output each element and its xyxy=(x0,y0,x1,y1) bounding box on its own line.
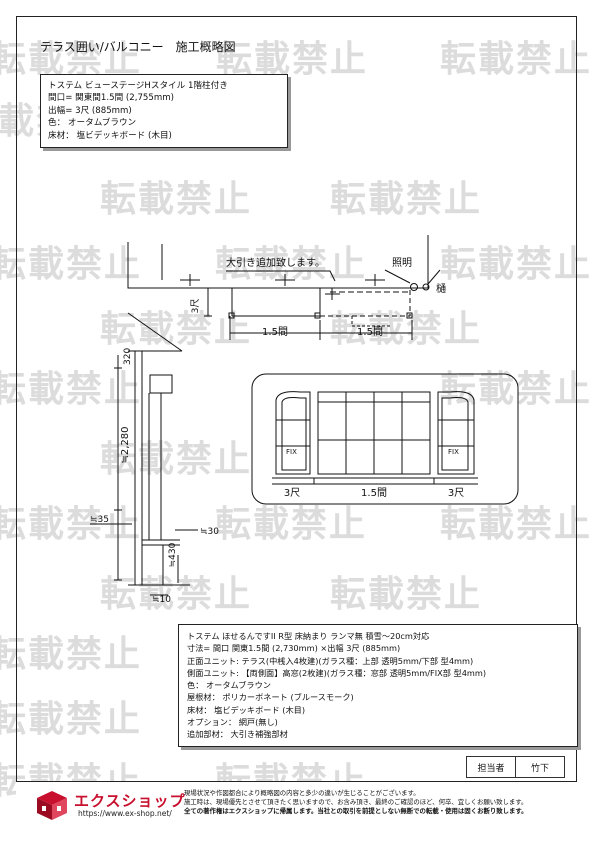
section-dim-right: ≒30 xyxy=(200,527,219,537)
spec-line: 側面ユニット: 【両側面】高窓(2枚建)(ガラス種：窓部 透明5mm/FIX部 … xyxy=(187,667,487,678)
elev-dim-center: 1.5間 xyxy=(361,487,387,499)
fix-left-label: FIX xyxy=(286,448,297,456)
footer-notes: 現場状況や作図都合により概略図の内容と多少の違いが生じることがございます。 施工… xyxy=(184,789,528,816)
staff-table: 担当者 竹下 xyxy=(466,756,565,778)
spec-line: 間口= 関東間1.5間 (2,755mm) xyxy=(48,93,174,104)
page-title: テラス囲い/バルコニー 施工概略図 xyxy=(40,40,236,54)
gutter-label: 樋 xyxy=(436,282,446,295)
spec-line: トステム ほせるんですII R型 床納まり ランマ無 積雪～20cm対応 xyxy=(187,631,430,641)
plan-dim-depth: 3尺 xyxy=(190,299,201,314)
spec-line: 寸法= 間口 関東1.5間 (2,730mm) ×出幅 3尺 (885mm) xyxy=(187,643,401,654)
plan-dim-width-1: 1.5間 xyxy=(262,326,288,338)
box-logo-icon xyxy=(37,791,67,820)
spec-line: 追加部材： 大引き補強部材 xyxy=(187,729,288,740)
footer-note-line: 施工時は、現場優先とさせて頂きたく思いますので、お含み頂き、最終のご確認のほど、… xyxy=(184,798,528,806)
spec-line: オプション： 網戸(無し) xyxy=(187,717,278,728)
staff-label: 担当者 xyxy=(466,756,516,778)
spec-line: 正面ユニット: テラス(中桟入4枚建)(ガラス種：上部 透明5mm/下部 型4m… xyxy=(187,655,474,666)
section-dim-top: 320 xyxy=(123,348,133,365)
plan-view xyxy=(127,235,441,340)
logo-text: エクスショップ xyxy=(74,792,186,810)
spec-line: 色： オータムブラウン xyxy=(187,680,271,691)
plan-note: 大引き追加致します。 xyxy=(226,256,325,269)
spec-line: 床材： 塩ビデッキボード (木目) xyxy=(187,704,306,715)
spec-line: 屋根材： ポリカーボネート (ブルースモーク) xyxy=(187,692,354,703)
section-dim-bottom: ≒10 xyxy=(152,595,171,605)
footer: エクスショップ https://www.ex-shop.net/ 現場状況や作図… xyxy=(16,781,577,826)
elev-dim-right: 3尺 xyxy=(448,487,464,499)
staff-name: 竹下 xyxy=(515,756,565,778)
spec-line: 色： オータムブラウン xyxy=(48,118,137,129)
section-dim-floor: ≒430 xyxy=(168,542,178,567)
light-label: 照明 xyxy=(392,257,412,269)
spec-box-enclosure: トステム ほせるんですII R型 床納まり ランマ無 積雪～20cm対応 寸法=… xyxy=(178,624,578,747)
elev-dim-left: 3尺 xyxy=(284,487,300,499)
spec-line: 出幅= 3尺 (885mm) xyxy=(48,105,132,116)
plan-dim-width-2: 1.5間 xyxy=(357,326,383,338)
spec-line: トステム ビューステージHスタイル 1階柱付き xyxy=(48,81,228,91)
spec-line: 床材： 塩ビデッキボード (木目) xyxy=(48,130,172,141)
fix-right-label: FIX xyxy=(448,448,459,456)
logo-url[interactable]: https://www.ex-shop.net/ xyxy=(78,809,172,818)
section-dim-height: ≒2,280 xyxy=(120,426,131,463)
section-dim-left: ≒35 xyxy=(90,515,109,525)
spec-box-product: トステム ビューステージHスタイル 1階柱付き 間口= 関東間1.5間 (2,7… xyxy=(40,74,288,149)
section-view xyxy=(90,312,198,596)
elevation-view xyxy=(251,373,519,505)
footer-note-line: 現場状況や作図都合により概略図の内容と多少の違いが生じることがございます。 xyxy=(184,789,420,797)
footer-note-line: 全ての著作権はエクスショップに帰属します。当社との取引を前提としない無断での転載… xyxy=(184,807,528,815)
company-logo[interactable]: エクスショップ https://www.ex-shop.net/ xyxy=(34,788,194,822)
